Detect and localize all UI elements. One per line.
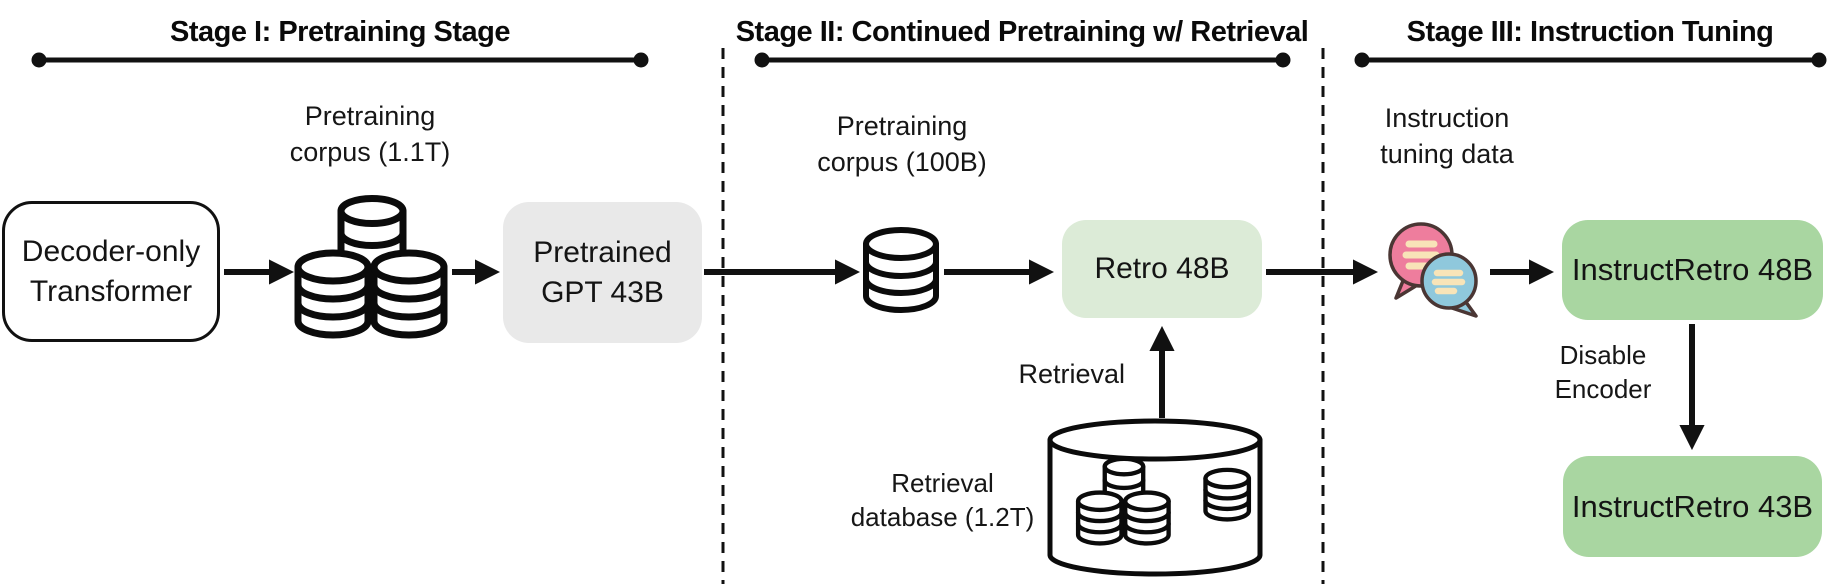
pretrained-gpt-label-line1: Pretrained xyxy=(533,235,672,269)
instructretro-43b-node: InstructRetro 43B xyxy=(1563,456,1822,557)
pretrained-gpt-label-line2: GPT 43B xyxy=(541,275,664,309)
decoder-transformer-node: Decoder-only Transformer xyxy=(2,201,220,342)
database-icon xyxy=(863,227,939,313)
retrieval-edge-label: Retrieval xyxy=(1018,359,1125,389)
chat-bubbles-icon xyxy=(1388,222,1478,318)
pretraining-corpus-2-line1: Pretraining xyxy=(836,111,968,141)
pretraining-corpus-2-label: Pretraining corpus (100B) xyxy=(802,108,1002,180)
pretrained-gpt-node: Pretrained GPT 43B xyxy=(503,202,702,343)
retro-48b-node: Retro 48B xyxy=(1062,220,1262,318)
stage1-title: Stage I: Pretraining Stage xyxy=(170,16,510,48)
stage2-title: Stage II: Continued Pretraining w/ Retri… xyxy=(735,16,1309,48)
pretraining-corpus-1-label: Pretraining corpus (1.1T) xyxy=(270,98,470,170)
instructretro-43b-label: InstructRetro 43B xyxy=(1571,488,1814,524)
retrieval-database-label: Retrieval database (1.2T) xyxy=(840,466,1045,534)
instruction-tuning-data-line2: tuning data xyxy=(1380,139,1514,169)
pretraining-corpus-1-line2: corpus (1.1T) xyxy=(289,137,451,167)
instruction-tuning-data-label: Instruction tuning data xyxy=(1347,100,1547,172)
stage3-title: Stage III: Instruction Tuning xyxy=(1406,16,1774,48)
instructretro-48b-label: InstructRetro 48B xyxy=(1571,252,1814,287)
disable-encoder-line1: Disable xyxy=(1559,340,1647,370)
instructretro-48b-node: InstructRetro 48B xyxy=(1562,220,1823,320)
instruction-tuning-data-line1: Instruction xyxy=(1384,103,1510,133)
stage2-span-line xyxy=(754,52,1291,68)
retrieval-database-line1: Retrieval xyxy=(891,468,994,498)
pretraining-corpus-1-line1: Pretraining xyxy=(304,101,436,131)
disable-encoder-label: Disable Encoder xyxy=(1523,338,1683,406)
stage1-span-line xyxy=(31,52,649,68)
stage3-span-line xyxy=(1354,52,1827,68)
decoder-transformer-label-line2: Transformer xyxy=(29,274,193,308)
retrieval-database-line2: database (1.2T) xyxy=(850,502,1035,532)
retro-48b-label: Retro 48B xyxy=(1094,252,1230,285)
disable-encoder-line2: Encoder xyxy=(1554,374,1652,404)
decoder-transformer-label-line1: Decoder-only xyxy=(21,234,201,268)
pretraining-corpus-2-line2: corpus (100B) xyxy=(817,147,987,177)
database-cluster-icon xyxy=(294,195,448,339)
retrieval-database-icon xyxy=(1047,418,1263,577)
